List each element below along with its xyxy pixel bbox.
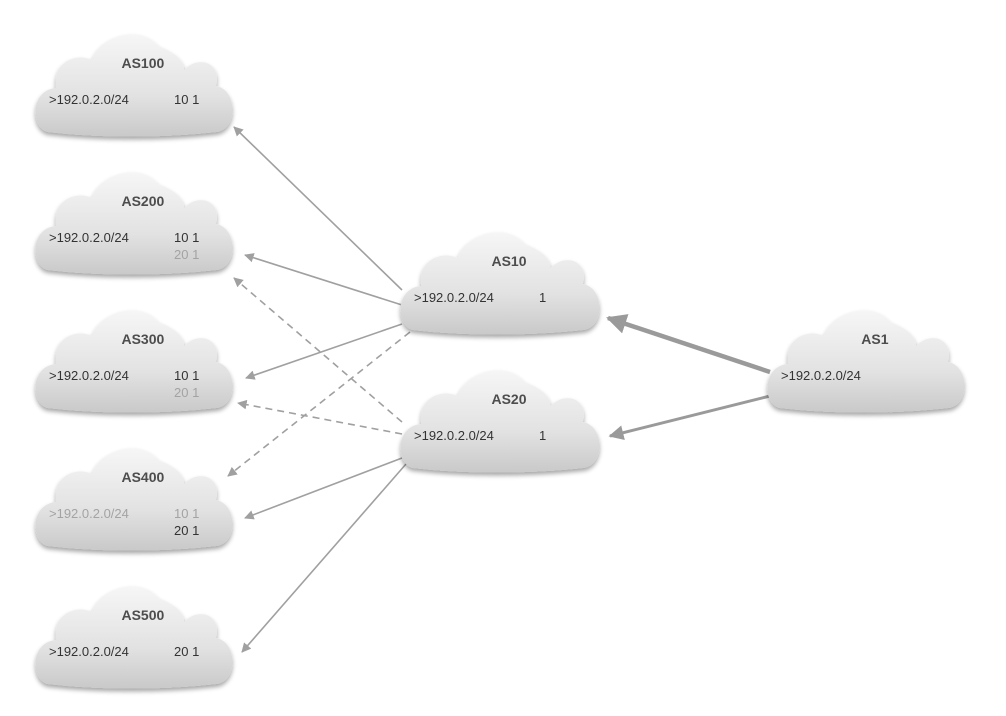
link-as20-to-as500-arrow	[241, 463, 407, 653]
cloud-shape	[35, 586, 233, 689]
cloud-shape	[35, 310, 233, 413]
route-prefix: >192.0.2.0/24	[414, 428, 494, 443]
as-path: 1	[539, 290, 546, 305]
cloud-as300: AS300 >192.0.2.0/24 10 1 20 1	[35, 310, 233, 413]
cloud-as400: AS400 >192.0.2.0/24 10 1 20 1	[35, 448, 233, 551]
cloud-title: AS500	[121, 607, 164, 623]
cloud-as500: AS500 >192.0.2.0/24 20 1	[35, 586, 233, 689]
route-prefix: >192.0.2.0/24	[414, 290, 494, 305]
cloud-shape	[400, 370, 600, 473]
link-as10-to-as200-arrow	[244, 253, 403, 306]
as-path: 10 1	[174, 230, 199, 245]
cloud-title: AS20	[491, 391, 526, 407]
cloud-title: AS400	[121, 469, 164, 485]
cloud-as100: AS100 >192.0.2.0/24 10 1	[35, 34, 233, 137]
as-path: 20 1	[174, 644, 199, 659]
route-prefix: >192.0.2.0/24	[49, 506, 129, 521]
cloud-as1: AS1 >192.0.2.0/24	[767, 310, 965, 413]
link-as10-to-as100-arrow	[233, 126, 403, 291]
cloud-shape	[35, 34, 233, 137]
link-as20-to-as400-arrow	[244, 457, 403, 520]
as-path: 20 1	[174, 523, 199, 538]
cloud-shape	[35, 448, 233, 551]
clouds-layer: AS100 >192.0.2.0/24 10 1 AS200 >192.0.2.0/24…	[35, 34, 965, 689]
cloud-title: AS1	[861, 331, 888, 347]
route-prefix: >192.0.2.0/24	[49, 644, 129, 659]
route-prefix: >192.0.2.0/24	[49, 92, 129, 107]
as-path: 10 1	[174, 506, 199, 521]
links-layer	[227, 126, 771, 653]
cloud-as10: AS10 >192.0.2.0/24 1	[400, 232, 600, 335]
cloud-as20: AS20 >192.0.2.0/24 1	[400, 370, 600, 473]
link-as1-to-as10-arrow	[606, 314, 771, 375]
cloud-shape	[400, 232, 600, 335]
link-as20-to-as300-arrow	[237, 399, 403, 435]
route-prefix: >192.0.2.0/24	[49, 368, 129, 383]
link-as20-to-as200-arrow	[233, 277, 403, 423]
cloud-as200: AS200 >192.0.2.0/24 10 1 20 1	[35, 172, 233, 275]
cloud-title: AS100	[121, 55, 164, 71]
cloud-shape	[35, 172, 233, 275]
cloud-title: AS10	[491, 253, 526, 269]
as-path: 20 1	[174, 385, 199, 400]
cloud-title: AS300	[121, 331, 164, 347]
link-as10-to-as300-arrow	[245, 323, 403, 380]
as-path: 10 1	[174, 368, 199, 383]
as-path: 20 1	[174, 247, 199, 262]
link-as10-to-as400-arrow	[227, 331, 411, 477]
cloud-shape	[767, 310, 965, 413]
as-path: 10 1	[174, 92, 199, 107]
route-prefix: >192.0.2.0/24	[781, 368, 861, 383]
route-prefix: >192.0.2.0/24	[49, 230, 129, 245]
cloud-title: AS200	[121, 193, 164, 209]
as-path: 1	[539, 428, 546, 443]
link-as1-to-as20-arrow	[608, 394, 771, 441]
